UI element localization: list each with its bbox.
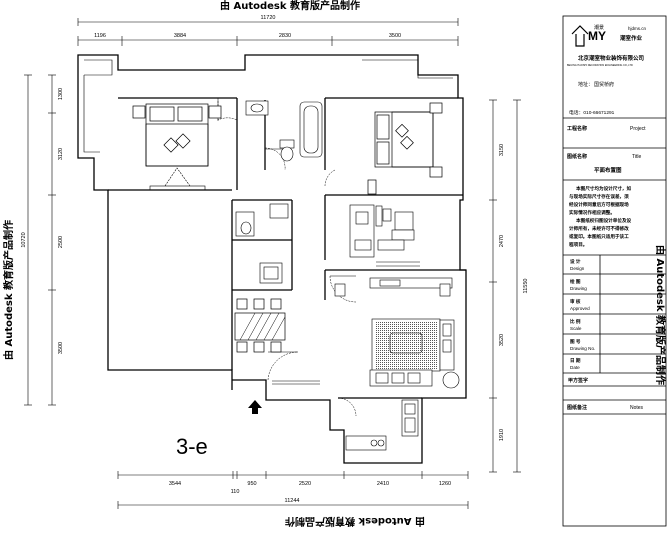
- dim-bottom-5: 2410: [377, 481, 389, 487]
- row-date-cn: 日 期: [570, 357, 581, 364]
- dim-bottom-6: 1260: [439, 481, 451, 487]
- rug-pattern: [375, 321, 437, 369]
- phone-number: 电话：010-66671291: [569, 109, 615, 116]
- dim-right-2: 2470: [499, 235, 505, 247]
- second-bed: [367, 102, 443, 195]
- company-logo: MY 潮景 hjdms.cn 潮室作业: [571, 24, 647, 47]
- note-line-5: 本图纸权归图设计单位及设: [575, 217, 632, 224]
- dim-right-1: 3150: [499, 144, 505, 156]
- dim-bottom-4: 2520: [299, 481, 311, 487]
- window-marks: [272, 261, 420, 385]
- plan-label: 3-e: [176, 434, 208, 459]
- note-line-7: 或复印。本图纸只适用于该工: [569, 233, 629, 240]
- title-label-en: Title: [632, 154, 641, 160]
- note-line-6: 计师所有，未经许可不得修改: [569, 225, 629, 232]
- note-line-8: 程项目。: [569, 241, 587, 248]
- dim-right-total: 11550: [523, 279, 529, 294]
- row-design-en: Design: [570, 266, 585, 271]
- address-label: 地址：: [578, 81, 593, 88]
- row-date-en: Date: [570, 365, 580, 370]
- design-notes: 本图尺寸均为设计尺寸，如 与现场实际尺寸存在误差，须 经设计师同意后方可根据现场…: [569, 185, 632, 248]
- project-label-en: Project: [630, 126, 646, 132]
- dim-left-1: 1300: [58, 88, 64, 100]
- title-block-frame: [562, 15, 667, 527]
- remark-label-en: Notes: [630, 405, 644, 411]
- watermark-left: 由 Autodesk 教育版产品制作: [2, 220, 15, 360]
- dim-left-3: 2500: [58, 236, 64, 248]
- note-line-4: 实际情况作相应调整。: [569, 209, 615, 216]
- note-line-3: 经设计师同意后方可根据现场: [569, 201, 629, 208]
- dim-bottom-2: 110: [231, 489, 240, 495]
- note-line-2: 与现场实际尺寸存在误差，须: [569, 193, 629, 200]
- logo-brand: 潮室作业: [620, 34, 643, 42]
- dim-right-3: 3520: [499, 334, 505, 346]
- dim-top-3: 2830: [279, 33, 291, 39]
- row-approved-cn: 审 核: [570, 298, 581, 305]
- study-furniture: [349, 204, 415, 258]
- dim-top-4: 3500: [389, 33, 401, 39]
- dim-top-1: 1196: [94, 33, 106, 39]
- dim-bottom-3: 950: [247, 481, 256, 487]
- note-line-1: 本图尺寸均为设计尺寸，如: [575, 185, 632, 192]
- row-approved-en: Approved: [570, 306, 590, 311]
- dim-top-2: 3884: [174, 33, 186, 39]
- company-name: 北京潮室物业装饰有限公司: [578, 54, 644, 62]
- client-signature-label: 甲方签字: [568, 377, 588, 384]
- address-value: 国贸桥府: [594, 81, 614, 88]
- dim-left-2: 3120: [58, 148, 64, 160]
- company-name-en: BEIJING HAOSHI DECORATION ENGINEERING CO…: [567, 64, 633, 67]
- row-scale-en: Scale: [570, 326, 582, 331]
- row-drawing-cn: 绘 图: [570, 278, 581, 285]
- dim-top-total: 11720: [261, 15, 276, 21]
- title-label-cn: 图纸名称: [567, 153, 587, 160]
- row-design-cn: 设 计: [570, 258, 581, 265]
- row-scale-cn: 比 例: [570, 318, 581, 325]
- title-rows: 设 计 Design 绘 图 Drawing 审 核 Approved 比 例 …: [570, 258, 595, 370]
- entrance-arrow-icon: [248, 400, 262, 414]
- tv-cabinet-master: [149, 167, 206, 191]
- logo-small-text: 潮景: [594, 24, 604, 31]
- watermark-top: 由 Autodesk 教育版产品制作: [220, 0, 360, 12]
- master-bed: [132, 103, 222, 167]
- row-drawing-en: Drawing: [570, 286, 587, 291]
- title-block: MY 潮景 hjdms.cn 潮室作业 北京潮室物业装饰有限公司 BEIJING…: [567, 24, 647, 411]
- bathroom-fixtures: [245, 100, 323, 162]
- kitchen-fixtures: [235, 203, 289, 284]
- dimension-lines: [24, 18, 521, 509]
- walls: [77, 54, 467, 464]
- dining-table: [234, 298, 286, 353]
- dim-left-total: 10720: [21, 232, 27, 247]
- dim-bottom-total: 11244: [285, 498, 300, 504]
- dim-right-4: 1910: [499, 429, 505, 441]
- dim-bottom-1: 3544: [169, 481, 181, 487]
- watermark-bottom: 由 Autodesk 教育版产品制作: [285, 515, 425, 528]
- dim-left-4: 3500: [58, 342, 64, 354]
- watermark-right: 由 Autodesk 教育版产品制作: [654, 245, 667, 385]
- remark-label-cn: 图纸备注: [567, 404, 587, 411]
- svg-text:MY: MY: [588, 29, 606, 43]
- row-drawing-no-cn: 图 号: [570, 338, 581, 345]
- logo-url: hjdms.cn: [628, 26, 647, 31]
- title-value: 平面布置图: [594, 166, 622, 174]
- project-label-cn: 工程名称: [567, 125, 587, 132]
- row-drawing-no-en: Drawing No.: [570, 346, 595, 351]
- lower-kitchen-fixtures: [345, 399, 419, 451]
